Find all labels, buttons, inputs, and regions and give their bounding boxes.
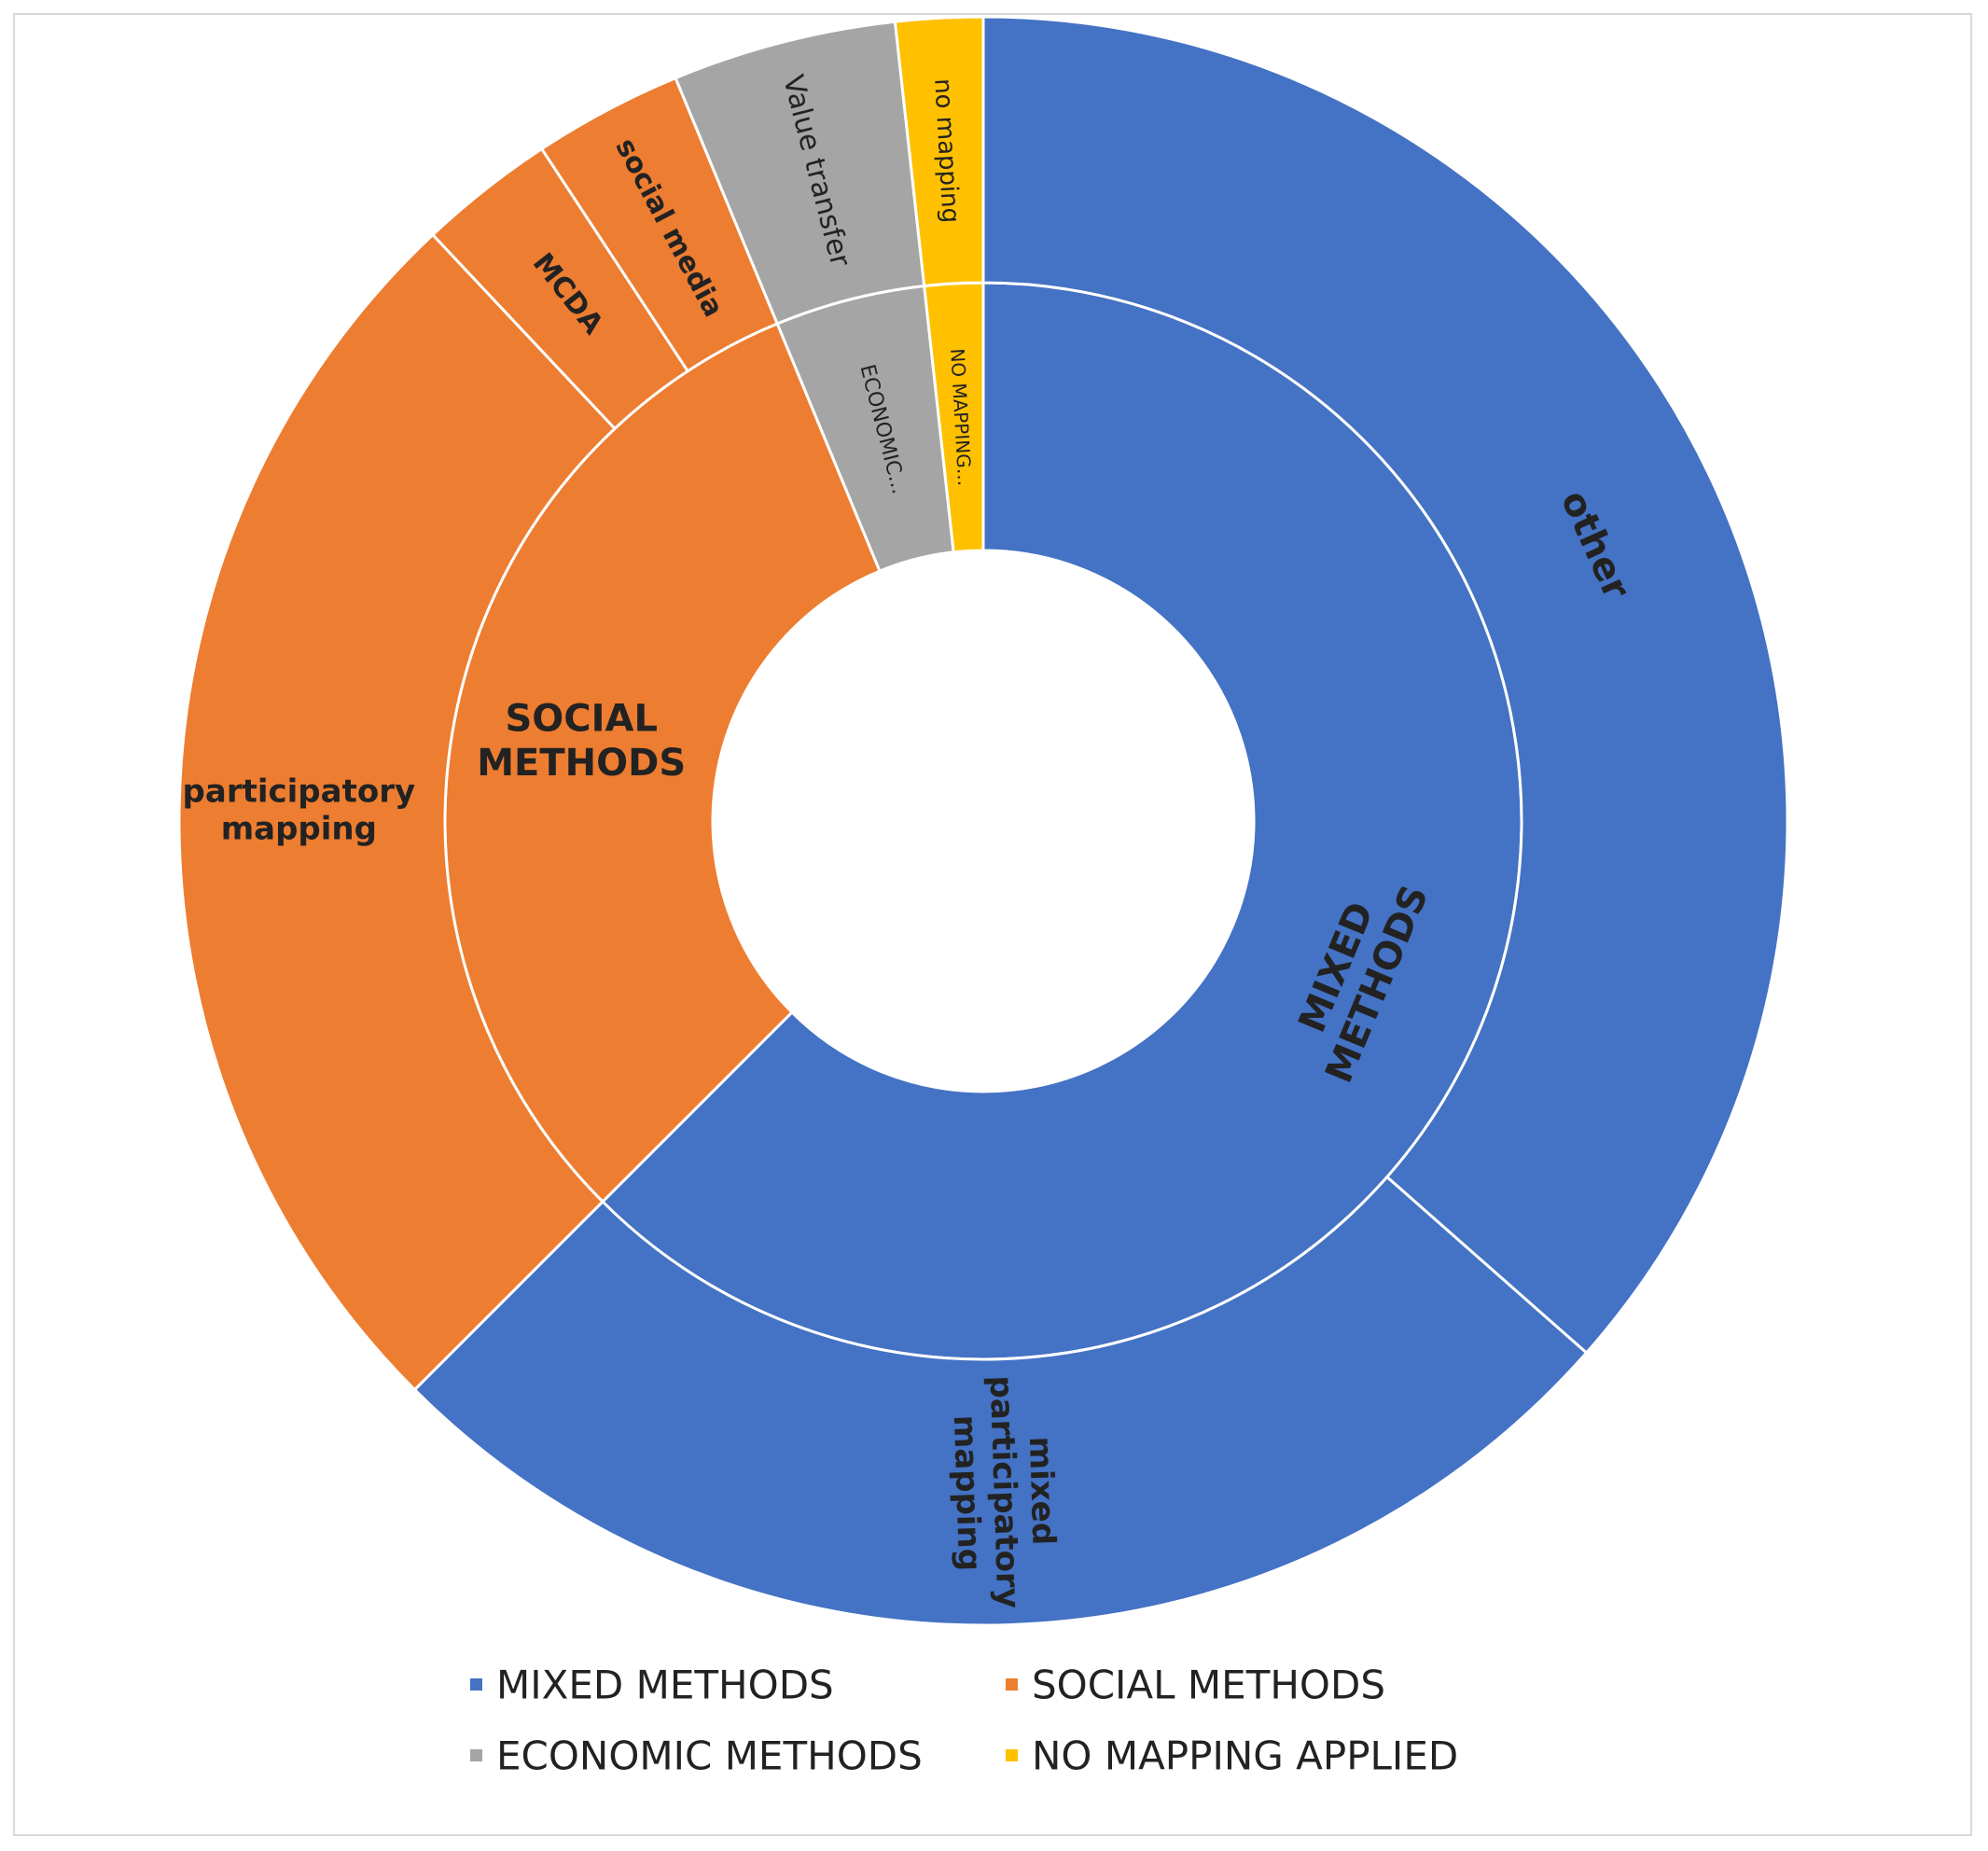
outer-segment-participatory-mapping: [177, 232, 618, 1392]
legend-item-no-mapping-applied: NO MAPPING APPLIED: [1006, 1733, 1458, 1779]
legend-label: SOCIAL METHODS: [1032, 1663, 1385, 1708]
legend-swatch: [470, 1749, 482, 1761]
legend-swatch: [470, 1678, 482, 1691]
legend-label: MIXED METHODS: [496, 1663, 834, 1708]
legend-label: NO MAPPING APPLIED: [1032, 1733, 1458, 1779]
outer-segment-mixed-participatory-mapping: [412, 1175, 1589, 1627]
legend-label: ECONOMIC METHODS: [496, 1733, 923, 1779]
sunburst-rings: [177, 15, 1789, 1627]
legend-item-social-methods: SOCIAL METHODS: [1006, 1663, 1385, 1708]
legend-item-economic-methods: ECONOMIC METHODS: [470, 1733, 923, 1779]
legend-swatch: [1006, 1678, 1018, 1691]
legend-item-mixed-methods: MIXED METHODS: [470, 1663, 834, 1708]
outer-label-mixed-participatory-mapping: mixedparticipatorymapping: [945, 1374, 1064, 1610]
legend: MIXED METHODS SOCIAL METHODS ECONOMIC METH…: [470, 1663, 1458, 1779]
outer-segment-no-mapping: [893, 15, 985, 288]
outer-segment-other: [981, 15, 1789, 1356]
legend-swatch: [1006, 1749, 1018, 1761]
